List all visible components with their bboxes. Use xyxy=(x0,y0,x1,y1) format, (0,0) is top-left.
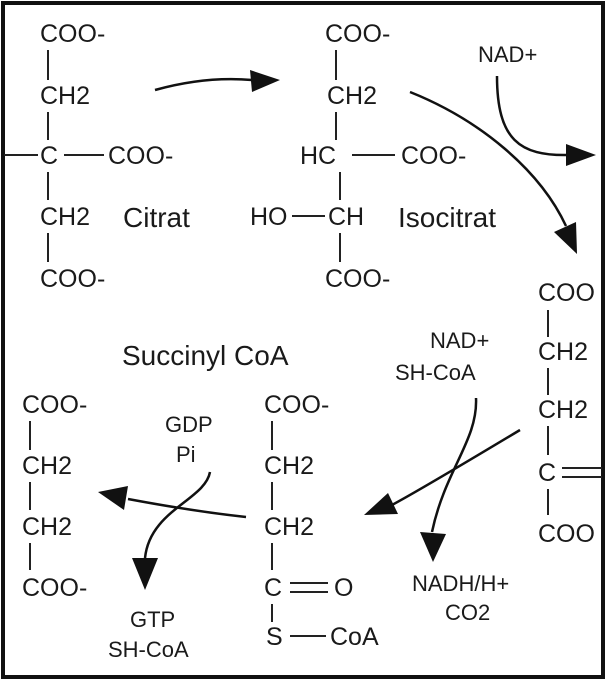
succinyl-coa-name: Succinyl CoA xyxy=(122,340,289,371)
alpha-kg-ch2-b: CH2 xyxy=(538,396,588,424)
citrate-bottom-carboxyl: COO- xyxy=(40,265,105,293)
alpha-ketoglutarate-structure: COO CH2 CH2 C COO xyxy=(538,279,602,548)
succinyl-step-gtp: GTP xyxy=(130,607,175,632)
succinyl-step-gdp: GDP xyxy=(165,412,213,437)
isocitrate-side-carboxyl: COO- xyxy=(401,142,466,170)
succinyl-coa-sulfur: S xyxy=(266,623,283,651)
citrate-structure: COO- CH2 C COO- CH2 COO- Citrat xyxy=(4,20,190,293)
isocitrate-structure: COO- CH2 HC COO- HO CH COO- Isocitrat xyxy=(250,20,496,293)
succinyl-coa-oxygen: O xyxy=(334,574,353,602)
isocitrate-bottom-carboxyl: COO- xyxy=(325,265,390,293)
isocitrate-ch: CH xyxy=(328,203,364,231)
isocitrate-top-carboxyl: COO- xyxy=(325,20,390,48)
arrow-nad-in xyxy=(495,75,596,166)
succinate-ch2-top: CH2 xyxy=(22,452,72,480)
succinyl-coa-ch2-top: CH2 xyxy=(264,452,314,480)
succinate-structure: COO- CH2 CH2 COO- xyxy=(22,391,87,602)
citrate-ch2-top: CH2 xyxy=(40,82,90,110)
succinyl-step-shcoa: SH-CoA xyxy=(108,637,189,662)
isocitrate-hc: HC xyxy=(300,142,336,170)
isocitrate-ch2: CH2 xyxy=(327,82,377,110)
alpha-kg-carboxyl-bottom: COO xyxy=(538,520,595,548)
isocitrate-name: Isocitrat xyxy=(398,202,496,233)
alpha-kg-carbonyl-carbon: C xyxy=(538,459,556,487)
succinyl-coa-coa: CoA xyxy=(330,623,379,651)
succinate-top-carboxyl: COO- xyxy=(22,391,87,419)
alpha-kg-carboxyl-top: COO xyxy=(538,279,595,307)
alpha-kg-product-co2: CO2 xyxy=(445,600,490,625)
succinyl-coa-structure: COO- CH2 CH2 C O S CoA xyxy=(264,391,379,651)
citrate-top-carboxyl: COO- xyxy=(40,20,105,48)
succinyl-coa-carbonyl-carbon: C xyxy=(264,574,282,602)
citrate-side-carboxyl: COO- xyxy=(108,142,173,170)
alpha-kg-product-nadh: NADH/H+ xyxy=(412,571,509,596)
alpha-kg-ch2-a: CH2 xyxy=(538,338,588,366)
arrow-citrate-to-isocitrate xyxy=(154,70,280,92)
citrate-name: Citrat xyxy=(123,202,190,233)
succinyl-coa-carboxyl: COO- xyxy=(264,391,329,419)
succinyl-step-pi: Pi xyxy=(176,442,196,467)
arrow-succinyl-step-cofactors xyxy=(132,471,212,590)
arrow-isocitrate-to-alpha-kg xyxy=(409,90,577,254)
arrow-alpha-kg-cofactors xyxy=(420,397,478,562)
alpha-kg-cofactor-shcoa: SH-CoA xyxy=(395,360,476,385)
citrate-ch2-bottom: CH2 xyxy=(40,203,90,231)
succinate-ch2-bottom: CH2 xyxy=(22,513,72,541)
arrow-succinyl-coa-to-succinate xyxy=(98,486,247,519)
alpha-kg-cofactor-nad: NAD+ xyxy=(430,328,489,353)
citrate-central-carbon: C xyxy=(40,142,58,170)
succinyl-coa-ch2-bottom: CH2 xyxy=(264,513,314,541)
succinate-bottom-carboxyl: COO- xyxy=(22,574,87,602)
isocitrate-cofactor-nad: NAD+ xyxy=(478,42,537,67)
arrow-alpha-kg-to-succinyl-coa xyxy=(364,428,521,515)
isocitrate-hydroxyl: HO xyxy=(250,203,288,231)
